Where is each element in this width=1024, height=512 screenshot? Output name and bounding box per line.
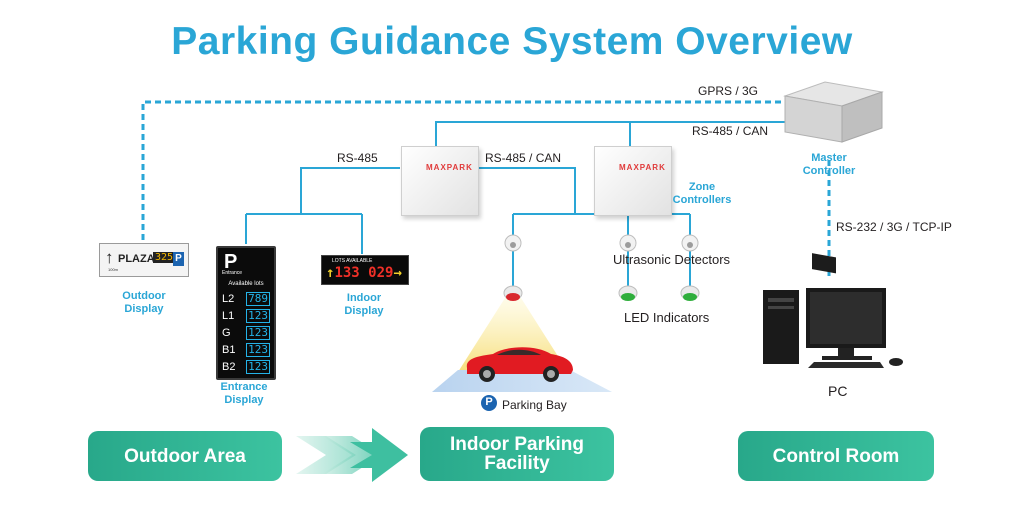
led-indicator-green-icon xyxy=(680,285,700,301)
entrance-display: P Entrance Available lots L2 789 L1 123 … xyxy=(216,246,276,380)
led-indicator-green-icon xyxy=(618,285,638,301)
entrance-row: B1 123 xyxy=(222,343,270,357)
outdoor-display: ↑ PLAZA 325 P 100m xyxy=(99,243,189,277)
zone-controller-box: MAXPARK xyxy=(594,146,672,216)
up-arrow-icon: ↑ xyxy=(326,265,335,281)
outdoor-display-caption: Outdoor Display xyxy=(122,290,166,315)
entrance-row: B2 123 xyxy=(222,360,270,374)
outdoor-distance: 100m xyxy=(108,267,119,272)
outdoor-p-symbol: P xyxy=(173,252,184,266)
entrance-display-caption: Entrance Display xyxy=(220,381,268,406)
outdoor-place: PLAZA xyxy=(118,253,155,265)
flow-arrow-icon xyxy=(296,428,408,482)
parking-bay-label: Parking Bay xyxy=(502,398,567,412)
indoor-display-caption: Indoor Display xyxy=(344,292,384,317)
master-controller-icon xyxy=(783,81,884,274)
outdoor-count: 325 xyxy=(153,252,176,263)
ultrasonic-detectors-label: Ultrasonic Detectors xyxy=(613,252,731,267)
rs485-label: RS-485 xyxy=(337,151,378,165)
page-title: Parking Guidance System Overview xyxy=(171,20,853,63)
zone-controller-box: MAXPARK xyxy=(401,146,479,216)
gprs-label: GPRS / 3G xyxy=(698,84,759,98)
parking-bay-symbol: P xyxy=(485,396,493,408)
indoor-right-count: 029 xyxy=(368,265,394,281)
rs485-can-mid-label: RS-485 / CAN xyxy=(485,151,562,165)
right-arrow-icon: → xyxy=(393,265,402,281)
controller-brand: MAXPARK xyxy=(619,163,666,172)
indoor-display: LOTS AVAILABLE ↑133 029→ xyxy=(321,255,409,285)
entrance-row: L1 123 xyxy=(222,309,270,323)
entrance-subtitle: Entrance xyxy=(222,270,243,276)
ultrasonic-detector-icon xyxy=(504,234,522,252)
led-indicator-red-icon xyxy=(503,285,523,301)
rs485-can-top-label: RS-485 / CAN xyxy=(692,124,769,138)
parking-floor xyxy=(432,370,612,392)
rs232-label: RS-232 / 3G / TCP-IP xyxy=(836,220,952,234)
zone-controllers-caption: Zone Controllers xyxy=(672,181,732,206)
car xyxy=(466,347,573,382)
entrance-row: L2 789 xyxy=(222,292,270,306)
entrance-available: Available lots xyxy=(228,281,264,287)
control-room-button: Control Room xyxy=(738,431,934,481)
controller-brand: MAXPARK xyxy=(426,163,473,172)
led-indicators-label: LED Indicators xyxy=(624,310,710,325)
ultrasonic-detector-icon xyxy=(681,234,699,252)
indoor-facility-button: Indoor Parking Facility xyxy=(420,427,614,481)
pc-label: PC xyxy=(828,383,848,399)
ultrasonic-detector-icon xyxy=(619,234,637,252)
master-controller-caption: Master Controller xyxy=(802,152,856,177)
master-bus xyxy=(435,121,790,148)
indoor-left-count: 133 xyxy=(334,265,360,281)
entrance-row: G 123 xyxy=(222,326,270,340)
gprs-link xyxy=(141,100,790,240)
parking-bay-icon xyxy=(481,395,497,411)
entrance-p-symbol: P xyxy=(224,251,238,273)
pc-icon xyxy=(763,288,903,368)
indoor-header: LOTS AVAILABLE xyxy=(332,258,373,264)
outdoor-area-button: Outdoor Area xyxy=(88,431,282,481)
up-arrow-icon: ↑ xyxy=(105,248,114,267)
display-bus xyxy=(245,167,400,254)
